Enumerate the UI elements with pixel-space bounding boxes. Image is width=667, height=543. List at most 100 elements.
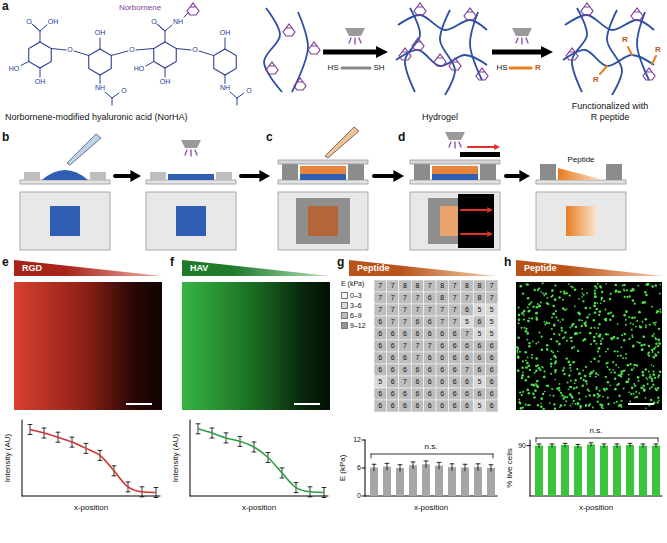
live-cell: [562, 299, 564, 301]
live-cell: [604, 308, 606, 310]
spacer: [480, 164, 496, 180]
glass-slide: [278, 180, 368, 184]
slide-top-view: [410, 192, 500, 250]
live-cell: [600, 340, 602, 342]
uv-ray: [449, 142, 451, 147]
gel: [300, 174, 346, 180]
live-cell: [528, 310, 531, 313]
live-cell: [655, 338, 657, 340]
live-cell: [528, 392, 531, 395]
live-cell: [523, 319, 525, 321]
grid-value: 6: [477, 366, 481, 374]
norbornene-icon: [581, 3, 593, 15]
live-cell: [659, 293, 661, 295]
live-cell: [526, 362, 529, 365]
modulus-cell: [411, 292, 423, 304]
live-cell: [518, 314, 520, 316]
legend-title: E (kPa): [341, 280, 364, 288]
step-arrow: [241, 174, 260, 178]
live-cell: [657, 387, 659, 389]
uv-lamp: [181, 140, 201, 148]
grid-value: 7: [391, 318, 395, 326]
live-cell: [612, 369, 614, 371]
chemical-bond: [184, 13, 188, 17]
arrow-head: [130, 170, 141, 182]
live-cell: [535, 365, 538, 368]
live-cell: [532, 306, 534, 308]
sugar-ring: [29, 42, 52, 68]
live-cell: [574, 382, 576, 384]
live-cell: [612, 315, 615, 318]
live-cell: [553, 313, 555, 315]
live-cell: [593, 370, 595, 372]
modulus-cell: [386, 280, 398, 292]
axis: [190, 496, 328, 497]
grid-value: 5: [477, 402, 481, 410]
live-cell: [657, 345, 659, 347]
scale-bar: [628, 403, 654, 405]
chemical-bond: [112, 93, 119, 98]
live-cell: [540, 397, 543, 400]
live-cell: [584, 375, 587, 378]
glass-slide: [410, 180, 500, 184]
modulus-cell: [448, 352, 460, 364]
grid-value: 6: [391, 330, 395, 338]
grid-value: 7: [403, 318, 407, 326]
error-bar: [280, 467, 284, 468]
chemical-group: NH: [220, 84, 230, 92]
live-cell: [516, 350, 518, 352]
live-cell: [594, 312, 597, 315]
grid-value: 6: [477, 390, 481, 398]
legend-text: 9–12: [350, 322, 366, 330]
live-cell: [571, 323, 573, 325]
live-cell: [540, 406, 543, 409]
modulus-cell: [461, 340, 473, 352]
bar: [487, 468, 495, 496]
live-cell: [620, 373, 622, 375]
live-cell: [600, 343, 602, 345]
live-cell: [575, 326, 577, 328]
spacer: [540, 164, 556, 180]
live-cell: [607, 313, 609, 315]
live-cell: [626, 380, 629, 383]
sugar-ring: [154, 42, 177, 68]
live-cell: [526, 339, 528, 341]
legend-text: 0–3: [350, 292, 362, 300]
error-bar: [450, 463, 454, 464]
modulus-cell: [386, 400, 398, 412]
live-cell: [517, 369, 520, 372]
live-cell: [623, 339, 626, 342]
live-cell: [618, 394, 620, 396]
live-cell: [525, 366, 528, 369]
live-cell: [531, 317, 533, 319]
arrow-head: [519, 170, 530, 182]
error-bar: [491, 465, 492, 472]
modulus-cell: [448, 328, 460, 340]
chemical-bond: [165, 68, 166, 77]
grid-value: 6: [440, 342, 444, 350]
live-cell: [564, 331, 567, 334]
chemical-bond: [237, 98, 238, 105]
live-cell: [518, 307, 520, 309]
uv-lamp: [512, 28, 532, 36]
cover-slide: [410, 160, 500, 164]
live-cell: [573, 387, 575, 389]
live-cell: [617, 337, 619, 339]
error-bar: [238, 446, 242, 447]
error-bar: [280, 477, 284, 478]
modulus-cell: [473, 352, 485, 364]
molecule-label: Norbornene: [119, 4, 161, 13]
bar: [422, 464, 430, 496]
live-cell: [647, 283, 650, 286]
live-cell: [610, 337, 613, 340]
modulus-cell: [386, 352, 398, 364]
step-arrow: [468, 146, 495, 148]
live-cell: [593, 340, 596, 343]
live-cell: [551, 328, 553, 330]
live-cell: [625, 319, 627, 321]
live-cell: [631, 336, 633, 338]
modulus-cell: [436, 364, 448, 376]
panel-letter: c: [266, 131, 273, 144]
live-cell: [519, 402, 521, 404]
live-cell: [586, 316, 589, 319]
